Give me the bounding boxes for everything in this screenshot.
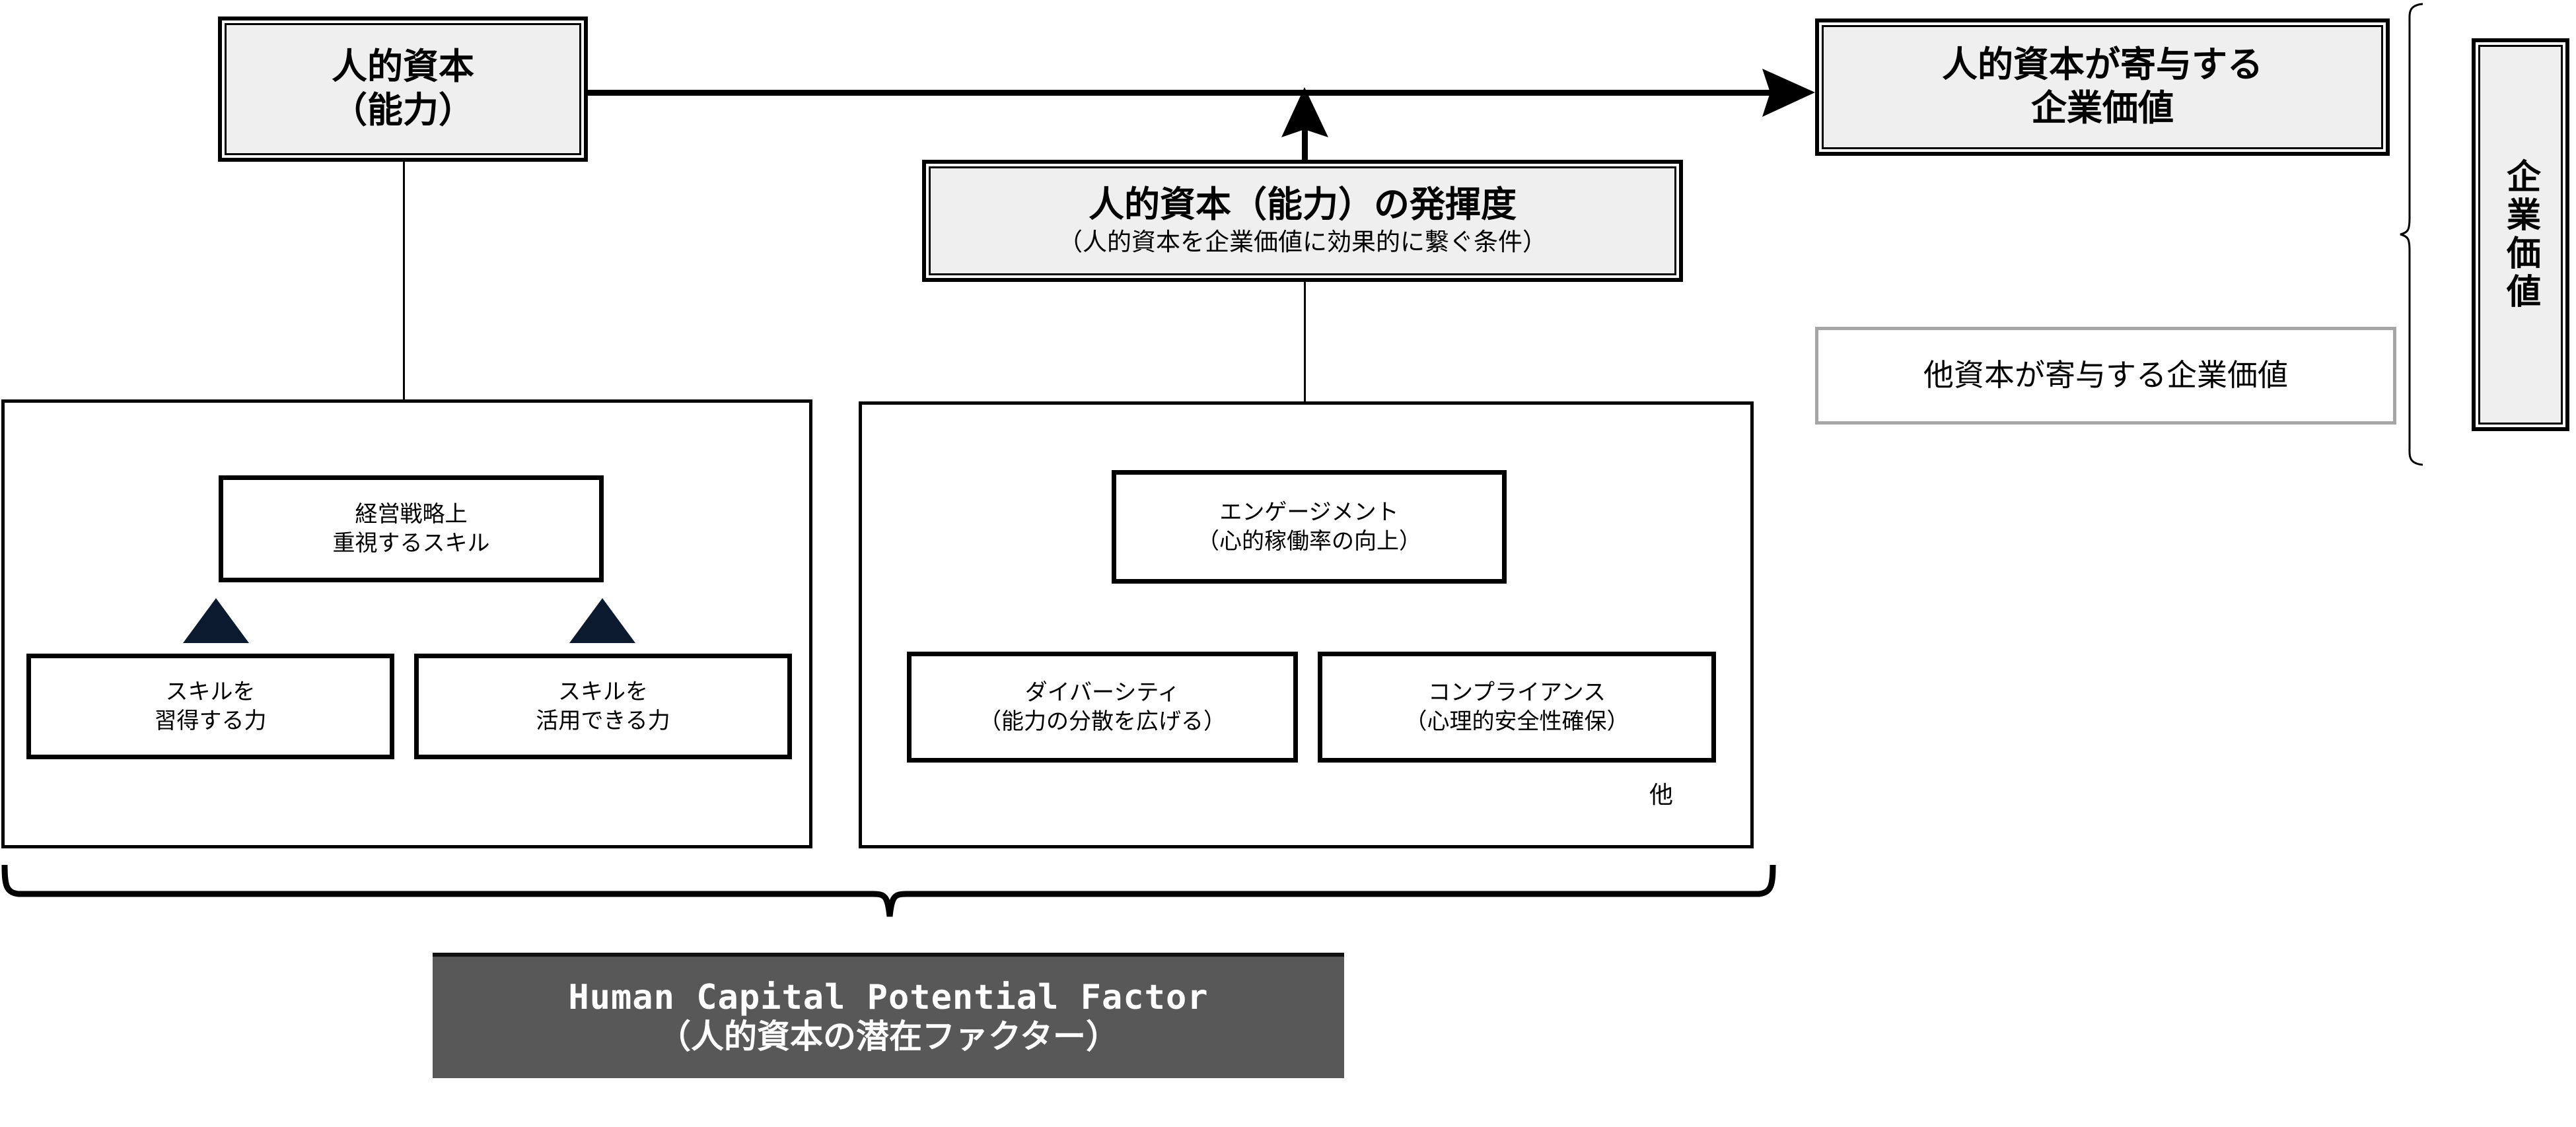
human-capital-line1: 人的資本: [332, 47, 474, 87]
skill-focus-line2: 重視するスキル: [332, 531, 490, 556]
skill-apply-line2: 活用できる力: [536, 708, 670, 734]
human-capital-line2: （能力）: [332, 90, 474, 130]
brace-enterprise-value: [2400, 3, 2423, 466]
brace-potential-factor: [1, 864, 1776, 917]
other-capital-value-label: 他資本が寄与する企業価値: [1923, 358, 2288, 393]
node-skill-focus[interactable]: 経営戦略上 重視するスキル: [219, 475, 604, 582]
arrowhead-right: [1762, 69, 1815, 117]
node-compliance[interactable]: コンプライアンス （心理的安全性確保）: [1318, 652, 1716, 763]
diversity-line2: （能力の分散を広げる）: [979, 709, 1226, 734]
node-enterprise-value[interactable]: 企業価値: [2472, 38, 2569, 431]
skill-focus-line1: 経営戦略上: [355, 501, 468, 527]
footer-band-line1: Human Capital Potential Factor: [568, 978, 1209, 1018]
triangle-up-right: [569, 598, 635, 643]
node-diversity[interactable]: ダイバーシティ （能力の分散を広げる）: [907, 652, 1298, 763]
utilization-title: 人的資本（能力）の発揮度: [1089, 185, 1517, 225]
arrow-utilization-to-arrow-shaft: [1302, 99, 1308, 164]
human-capital-value-line2: 企業価値: [2031, 88, 2174, 128]
node-utilization-degree[interactable]: 人的資本（能力）の発揮度 （人的資本を企業価値に効果的に繋ぐ条件）: [922, 160, 1683, 282]
node-other-capital-value[interactable]: 他資本が寄与する企業価値: [1815, 327, 2396, 425]
triangle-up-left: [183, 598, 249, 643]
container-enablers: エンゲージメント （心的稼働率の向上） ダイバーシティ （能力の分散を広げる） …: [859, 401, 1754, 848]
connector-human-capital-to-left-container: [403, 162, 405, 401]
etc-marker: 他: [1649, 781, 1674, 808]
engagement-line2: （心的稼働率の向上）: [1197, 529, 1421, 554]
utilization-subtitle: （人的資本を企業価値に効果的に繋ぐ条件）: [1058, 228, 1547, 256]
skill-acquire-line1: スキルを: [165, 679, 256, 704]
compliance-line1: コンプライアンス: [1428, 679, 1606, 705]
compliance-line2: （心理的安全性確保）: [1404, 709, 1629, 734]
skill-acquire-line2: 習得する力: [154, 708, 267, 734]
footer-band-line2: （人的資本の潜在ファクター）: [658, 1018, 1119, 1056]
node-human-capital[interactable]: 人的資本 （能力）: [218, 17, 588, 162]
human-capital-value-line1: 人的資本が寄与する: [1942, 45, 2263, 85]
skill-apply-line1: スキルを: [558, 679, 648, 704]
node-human-capital-value[interactable]: 人的資本が寄与する 企業価値: [1815, 18, 2390, 156]
connector-utilization-to-right-container: [1304, 282, 1306, 403]
arrow-human-capital-to-value-shaft: [588, 90, 1807, 96]
node-footer-band[interactable]: Human Capital Potential Factor （人的資本の潜在フ…: [433, 953, 1344, 1078]
container-skills: 経営戦略上 重視するスキル スキルを 習得する力 スキルを 活用できる力: [1, 399, 812, 848]
node-engagement[interactable]: エンゲージメント （心的稼働率の向上）: [1112, 470, 1507, 584]
engagement-line1: エンゲージメント: [1219, 499, 1399, 525]
diversity-line1: ダイバーシティ: [1024, 679, 1180, 705]
node-skill-apply[interactable]: スキルを 活用できる力: [414, 654, 792, 759]
enterprise-value-label: 企業価値: [2501, 158, 2540, 312]
node-skill-acquire[interactable]: スキルを 習得する力: [26, 654, 394, 759]
